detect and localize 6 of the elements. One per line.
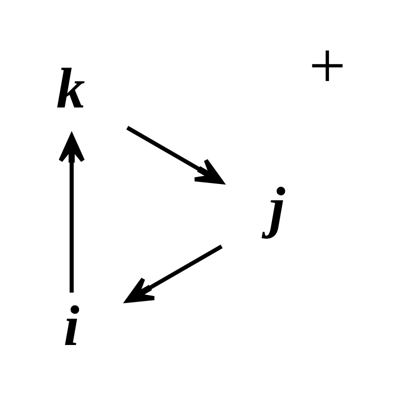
arrow <box>58 134 85 293</box>
label: + <box>308 30 346 103</box>
node-text: i <box>64 295 80 358</box>
node-text: k <box>56 58 85 121</box>
arrow <box>126 126 224 184</box>
arrow <box>125 244 223 303</box>
